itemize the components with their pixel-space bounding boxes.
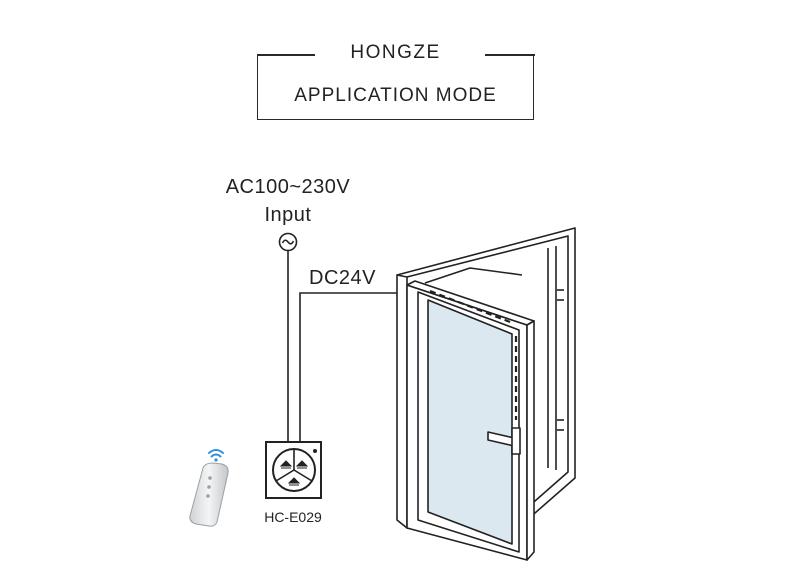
wireless-signal-icon [208,449,224,462]
wires [287,251,405,442]
remote-control-icon [189,462,229,527]
ac-voltage-label: AC100~230V [225,176,351,198]
mode-subtitle: APPLICATION MODE [294,85,497,106]
brand-title: HONGZE [350,42,441,63]
title-frame [256,54,535,120]
controller-model-label: HC-E029 [264,509,322,525]
wall-switch-icon [265,441,322,499]
title-frame-left-stub [256,54,315,56]
ac-power-icon [278,232,298,252]
input-label: Input [264,204,312,226]
dc-output-wire [299,282,405,442]
casement-window-icon [396,227,576,561]
title-frame-right-stub [484,54,535,56]
dc-voltage-label: DC24V [309,267,376,289]
